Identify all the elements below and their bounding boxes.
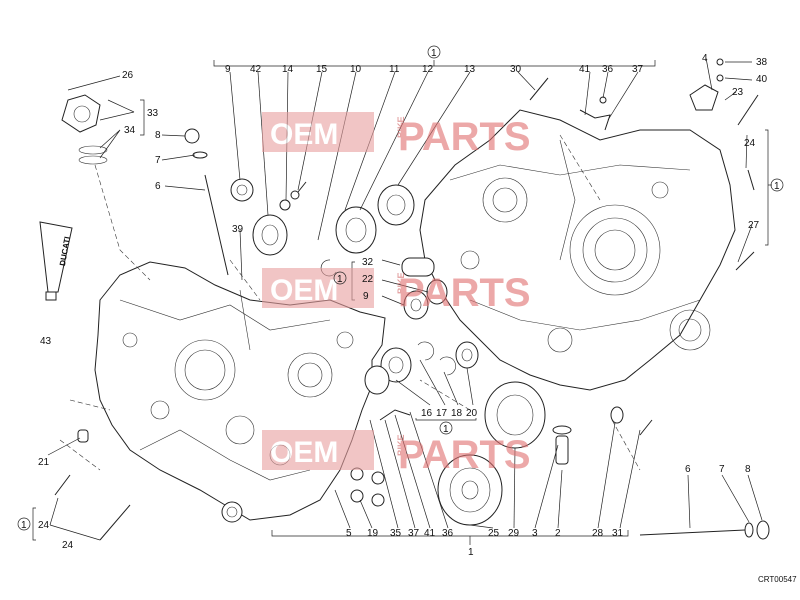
label-27: 27 [748,220,760,231]
label-36-bottom: 36 [442,528,454,539]
label-41: 41 [579,64,591,75]
watermark-bike: BIKE [396,434,406,456]
right-crankcase-half [419,109,736,391]
label-43: 43 [40,336,52,347]
label-12: 12 [422,64,434,75]
label-3: 3 [532,528,538,539]
label-18: 18 [451,408,463,419]
label-9-middle: 9 [363,291,369,302]
group-marker-top: 1 [427,45,441,59]
label-29: 29 [508,528,520,539]
label-28: 28 [592,528,604,539]
label-25: 25 [488,528,500,539]
label-14: 14 [282,64,294,75]
label-15: 15 [316,64,328,75]
label-24-left: 24 [38,520,50,531]
group-marker-right: 1 [770,178,784,192]
drawing-code: CRT00547 [758,575,797,584]
label-34: 34 [124,125,136,136]
watermark-middle: OEM BIKE PARTS [262,268,531,315]
label-17: 17 [436,408,448,419]
label-20: 20 [466,408,478,419]
label-39: 39 [232,224,244,235]
label-33: 33 [147,108,159,119]
label-8-right: 8 [745,464,751,475]
group-marker-lower: 1 [439,421,453,435]
label-35: 35 [390,528,402,539]
label-37: 37 [632,64,644,75]
label-24: 24 [744,138,756,149]
label-13: 13 [464,64,476,75]
label-19: 19 [367,528,379,539]
label-41-bottom: 41 [424,528,436,539]
label-6: 6 [155,181,161,192]
watermark-oem: OEM [270,274,338,307]
label-9: 9 [225,64,231,75]
label-36: 36 [602,64,614,75]
watermark-bottom: OEM BIKE PARTS [262,430,531,477]
label-6-right: 6 [685,464,691,475]
label-37-bottom: 37 [408,528,420,539]
label-8: 8 [155,130,161,141]
watermark-parts: PARTS [398,271,531,315]
svg-text:1: 1 [774,181,780,192]
label-38: 38 [756,57,768,68]
group-marker-left: 1 [17,517,31,531]
watermark-bike: BIKE [396,116,406,138]
label-1: 1 [468,547,474,558]
label-22: 22 [362,274,374,285]
label-10: 10 [350,64,362,75]
label-7-right: 7 [719,464,725,475]
group-marker-middle: 1 [333,271,347,285]
label-5: 5 [346,528,352,539]
label-7: 7 [155,155,161,166]
label-23: 23 [732,87,744,98]
callout-labels: 9 42 14 15 10 11 12 13 30 41 36 37 4 38 … [38,53,768,558]
leader-lines [47,57,763,541]
svg-text:1: 1 [431,48,437,59]
label-2: 2 [555,528,561,539]
watermark-oem: OEM [270,436,338,469]
watermark-oem: OEM [270,118,338,151]
label-11: 11 [389,64,400,75]
label-32: 32 [362,257,374,268]
watermark-parts: PARTS [398,115,531,159]
label-42: 42 [250,64,262,75]
label-4: 4 [702,53,708,64]
label-21: 21 [38,457,50,468]
label-26: 26 [122,70,134,81]
svg-text:1: 1 [443,424,449,435]
watermark-top: OEM BIKE PARTS [262,112,531,159]
label-30: 30 [510,64,522,75]
svg-text:1: 1 [337,274,343,285]
watermark-bike: BIKE [396,272,406,294]
label-24-bottom: 24 [62,540,74,551]
svg-text:1: 1 [21,520,27,531]
label-40: 40 [756,74,768,85]
watermark-parts: PARTS [398,433,531,477]
label-31: 31 [612,528,624,539]
label-16: 16 [421,408,433,419]
loose-parts [39,58,770,541]
